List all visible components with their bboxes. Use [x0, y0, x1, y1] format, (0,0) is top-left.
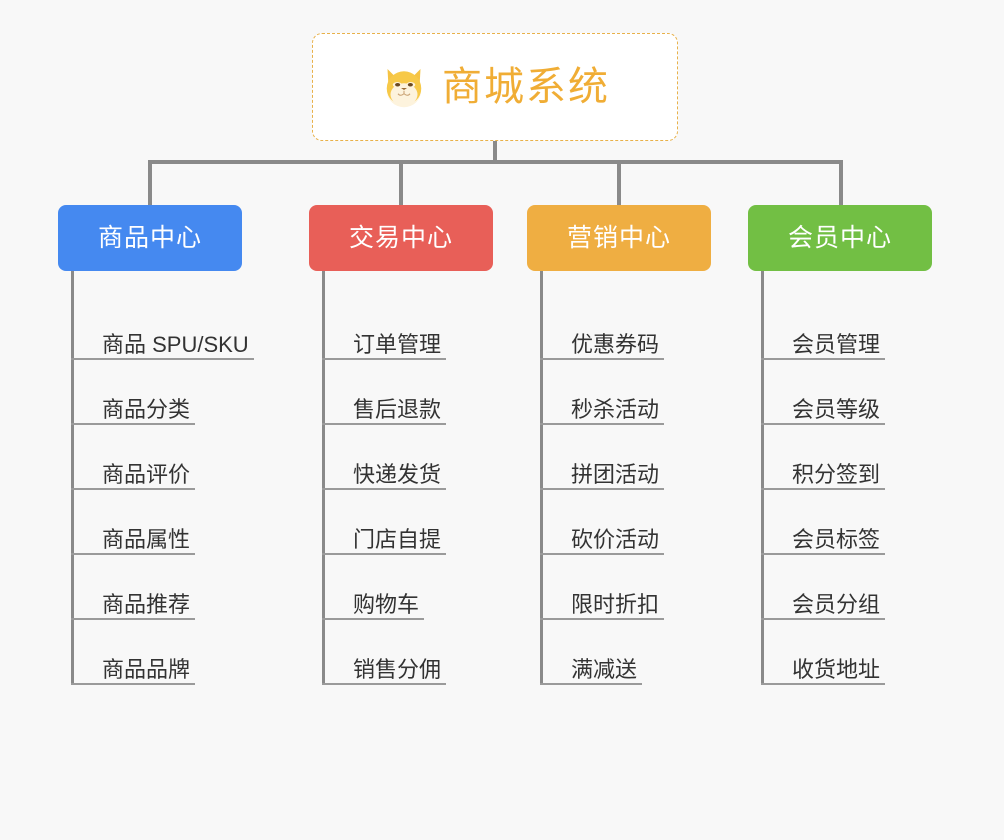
- leaf-label: 收货地址: [792, 656, 881, 682]
- leaf-item[interactable]: 砍价活动: [540, 490, 767, 555]
- leaf-label: 满减送: [571, 656, 638, 682]
- leaf-underline: [71, 358, 254, 360]
- leaf-label: 商品推荐: [102, 591, 191, 617]
- leaf-underline: [322, 618, 425, 620]
- leaf-label: 砍价活动: [571, 526, 660, 552]
- connector-drop-3: [617, 160, 621, 205]
- connector-drop-4: [839, 160, 843, 205]
- leaf-item[interactable]: 限时折扣: [540, 555, 767, 620]
- leaf-item[interactable]: 商品评价: [71, 425, 298, 490]
- leaf-label: 商品 SPU/SKU: [102, 331, 249, 357]
- leaf-underline: [71, 618, 196, 620]
- branch-header-label: 会员中心: [787, 223, 892, 252]
- leaf-underline: [71, 423, 196, 425]
- branch-column-3: 营销中心 优惠券码 秒杀活动 拼团活动 砍价活动 限时折扣: [527, 205, 767, 685]
- leaf-underline: [71, 553, 196, 555]
- branch-column-4: 会员中心 会员管理 会员等级 积分签到 会员标签 会员分组: [748, 205, 988, 685]
- leaf-list-4: 会员管理 会员等级 积分签到 会员标签 会员分组 收货地址: [761, 271, 988, 685]
- branch-header-label: 交易中心: [348, 223, 453, 252]
- leaf-label: 会员等级: [792, 396, 881, 422]
- leaf-item[interactable]: 会员分组: [761, 555, 988, 620]
- leaf-label: 快递发货: [353, 461, 442, 487]
- leaf-label: 积分签到: [792, 461, 881, 487]
- leaf-label: 门店自提: [353, 526, 442, 552]
- leaf-underline: [540, 358, 665, 360]
- leaf-list-1: 商品 SPU/SKU 商品分类 商品评价 商品属性 商品推荐 商品品牌: [71, 271, 298, 685]
- leaf-item[interactable]: 商品 SPU/SKU: [71, 295, 298, 360]
- leaf-item[interactable]: 商品分类: [71, 360, 298, 425]
- leaf-underline: [540, 618, 665, 620]
- branch-header-4[interactable]: 会员中心: [748, 205, 932, 271]
- leaf-item[interactable]: 满减送: [540, 620, 767, 685]
- leaf-label: 会员管理: [792, 331, 881, 357]
- leaf-item[interactable]: 拼团活动: [540, 425, 767, 490]
- leaf-item[interactable]: 商品品牌: [71, 620, 298, 685]
- leaf-label: 限时折扣: [571, 591, 660, 617]
- leaf-item[interactable]: 快递发货: [322, 425, 549, 490]
- leaf-item[interactable]: 门店自提: [322, 490, 549, 555]
- leaf-item[interactable]: 会员标签: [761, 490, 988, 555]
- leaf-underline: [540, 683, 643, 685]
- branch-header-2[interactable]: 交易中心: [309, 205, 493, 271]
- leaf-list-3: 优惠券码 秒杀活动 拼团活动 砍价活动 限时折扣 满减送: [540, 271, 767, 685]
- leaf-item[interactable]: 购物车: [322, 555, 549, 620]
- leaf-item[interactable]: 积分签到: [761, 425, 988, 490]
- leaf-underline: [322, 683, 447, 685]
- leaf-underline: [761, 423, 886, 425]
- leaf-label: 销售分佣: [353, 656, 442, 682]
- leaf-label: 优惠券码: [571, 331, 660, 357]
- leaf-label: 订单管理: [353, 331, 442, 357]
- leaf-label: 拼团活动: [571, 461, 660, 487]
- branch-header-3[interactable]: 营销中心: [527, 205, 711, 271]
- branch-column-2: 交易中心 订单管理 售后退款 快递发货 门店自提 购物车: [309, 205, 549, 685]
- leaf-underline: [71, 488, 196, 490]
- leaf-item[interactable]: 售后退款: [322, 360, 549, 425]
- leaf-label: 商品分类: [102, 396, 191, 422]
- connector-horizontal-bar: [148, 160, 843, 164]
- leaf-underline: [322, 358, 447, 360]
- branch-header-label: 商品中心: [97, 223, 202, 252]
- leaf-item[interactable]: 商品属性: [71, 490, 298, 555]
- connector-drop-1: [148, 160, 152, 205]
- leaf-underline: [540, 553, 665, 555]
- leaf-label: 会员标签: [792, 526, 881, 552]
- leaf-label: 售后退款: [353, 396, 442, 422]
- leaf-underline: [761, 553, 886, 555]
- dog-face-icon: [386, 69, 422, 108]
- leaf-underline: [761, 618, 886, 620]
- connector-root-stem: [493, 141, 497, 163]
- leaf-underline: [540, 423, 665, 425]
- leaf-label: 商品品牌: [102, 656, 191, 682]
- branch-header-1[interactable]: 商品中心: [58, 205, 242, 271]
- leaf-list-2: 订单管理 售后退款 快递发货 门店自提 购物车 销售分佣: [322, 271, 549, 685]
- connector-drop-2: [399, 160, 403, 205]
- leaf-underline: [322, 423, 447, 425]
- leaf-label: 商品属性: [102, 526, 191, 552]
- leaf-underline: [540, 488, 665, 490]
- leaf-label: 商品评价: [102, 461, 191, 487]
- leaf-item[interactable]: 销售分佣: [322, 620, 549, 685]
- leaf-label: 购物车: [353, 591, 420, 617]
- leaf-item[interactable]: 商品推荐: [71, 555, 298, 620]
- leaf-item[interactable]: 收货地址: [761, 620, 988, 685]
- leaf-underline: [761, 488, 886, 490]
- leaf-item[interactable]: 会员等级: [761, 360, 988, 425]
- leaf-underline: [761, 358, 886, 360]
- leaf-item[interactable]: 订单管理: [322, 295, 549, 360]
- leaf-label: 秒杀活动: [571, 396, 660, 422]
- leaf-underline: [761, 683, 886, 685]
- root-title: 商城系统: [442, 65, 610, 109]
- leaf-underline: [322, 488, 447, 490]
- leaf-label: 会员分组: [792, 591, 881, 617]
- leaf-underline: [71, 683, 196, 685]
- root-node[interactable]: 商城系统: [312, 33, 678, 141]
- branch-header-label: 营销中心: [566, 223, 671, 252]
- leaf-item[interactable]: 秒杀活动: [540, 360, 767, 425]
- leaf-item[interactable]: 会员管理: [761, 295, 988, 360]
- leaf-underline: [322, 553, 447, 555]
- leaf-item[interactable]: 优惠券码: [540, 295, 767, 360]
- branch-column-1: 商品中心 商品 SPU/SKU 商品分类 商品评价 商品属性 商品推荐: [58, 205, 298, 685]
